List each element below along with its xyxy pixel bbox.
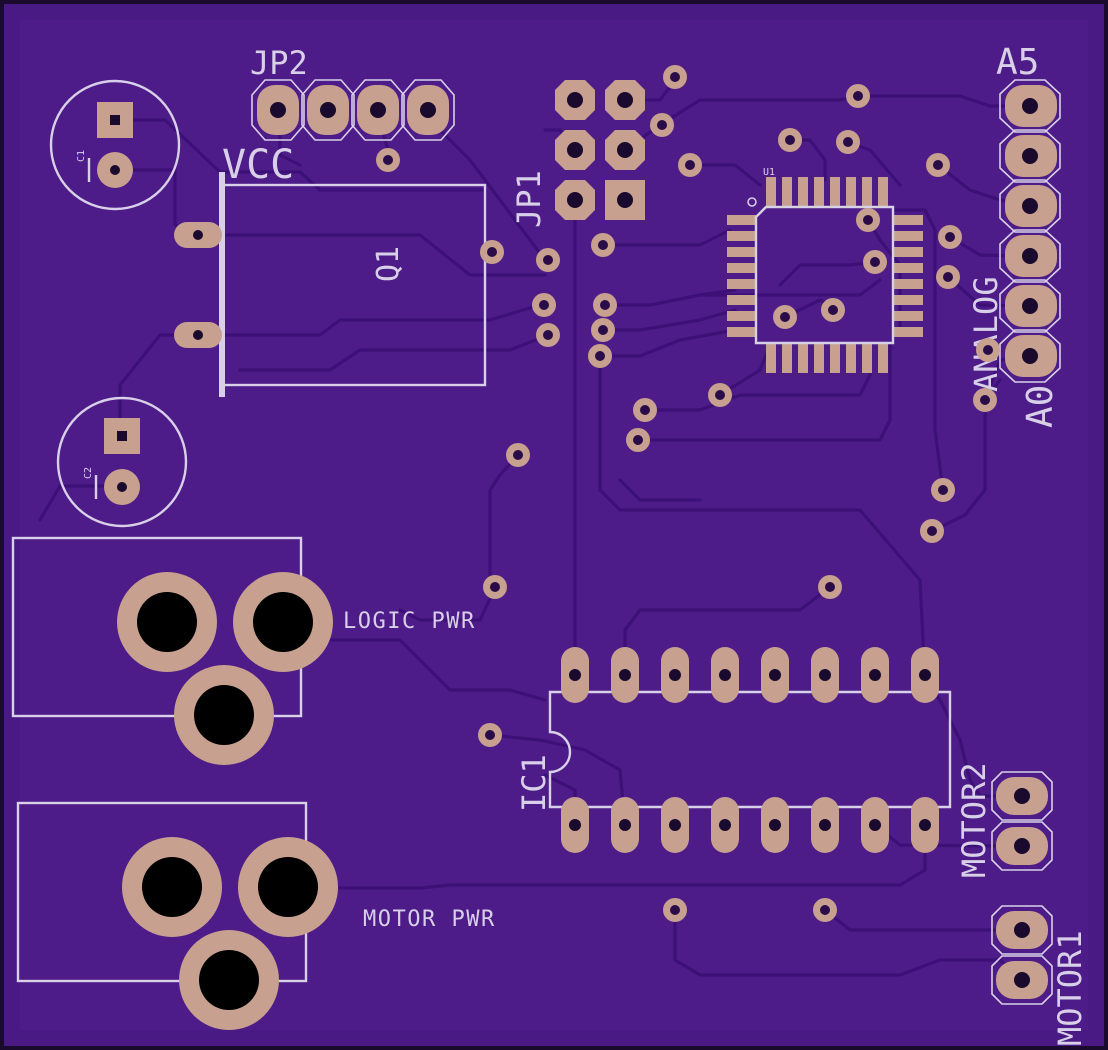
vias: [376, 65, 1000, 922]
motor2-label: MOTOR2: [955, 762, 993, 878]
logic-power-jack: [11, 536, 333, 765]
analog-header: [999, 79, 1061, 383]
c2-label: C2: [83, 467, 94, 479]
ic1-label: IC1: [515, 754, 553, 812]
motor2-connector: [991, 771, 1053, 871]
vcc-label: VCC: [222, 142, 294, 188]
capacitor-c1: C1: [49, 79, 181, 211]
motor1-connector: [991, 905, 1053, 1005]
logic-pwr-label: LOGIC PWR: [343, 609, 476, 634]
analog-label: ANALOG: [967, 276, 1005, 392]
u1-label: U1: [763, 167, 775, 178]
header-jp2: [251, 79, 455, 141]
c1-label: C1: [76, 150, 87, 162]
q1-label: Q1: [371, 246, 406, 282]
motor-power-jack: [16, 801, 338, 1030]
motor1-label: MOTOR1: [1051, 930, 1089, 1046]
regulator-q1: [174, 172, 487, 397]
a5-label: A5: [996, 42, 1039, 83]
a0-label: A0: [1020, 385, 1061, 428]
header-jp1: [555, 80, 645, 220]
microcontroller-u1: [727, 177, 923, 373]
driver-ic1: [548, 647, 952, 853]
jp1-label: JP1: [510, 170, 548, 228]
jp2-label: JP2: [250, 44, 308, 82]
motor-pwr-label: MOTOR PWR: [363, 907, 496, 932]
capacitor-c2: C2: [56, 396, 188, 528]
